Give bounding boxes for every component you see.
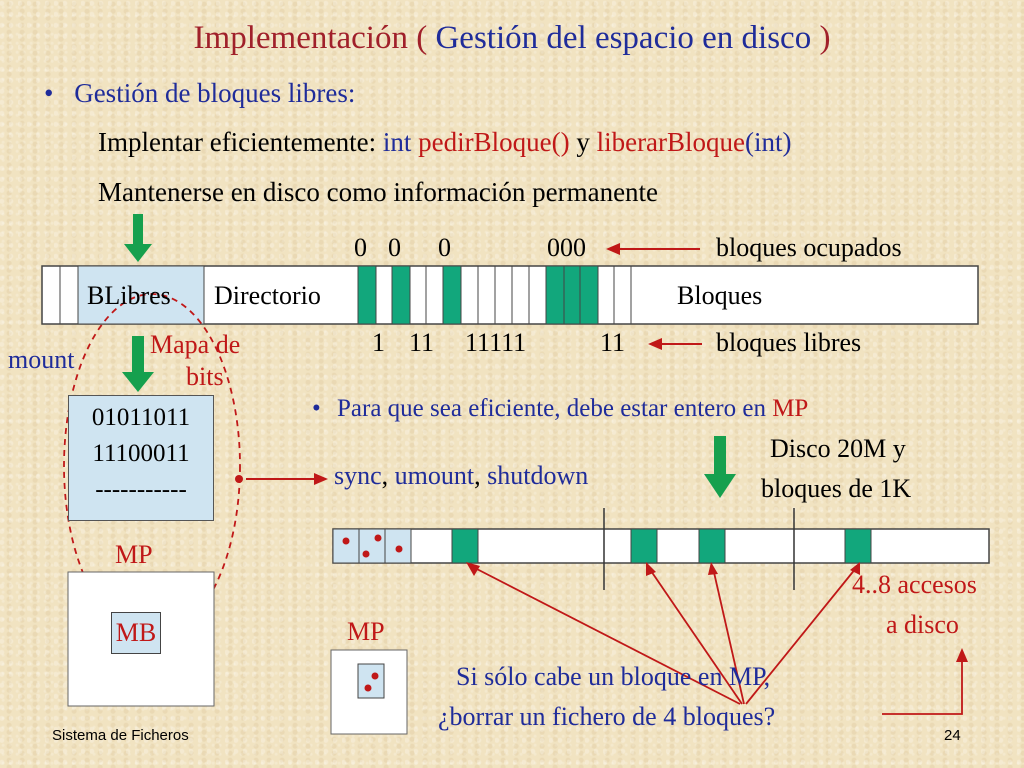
cmd-umount: umount: [394, 461, 475, 490]
bitmap-row-3: -----------: [95, 476, 187, 503]
comma: ,: [381, 461, 395, 490]
label-bits: bits: [186, 362, 224, 391]
label-zero-3: 0: [438, 233, 451, 262]
liberar-bloque: liberarBloque: [596, 127, 746, 157]
occupied-block: [391, 265, 411, 325]
slide-title: Implementación ( Gestión del espacio en …: [0, 20, 1024, 57]
label-disco-20m: Disco 20M y: [770, 434, 906, 463]
file-block: [844, 528, 872, 564]
label-one-2: 11: [409, 328, 435, 357]
lower-cell: [358, 528, 386, 564]
implementar-text: Implentar eficientemente:: [98, 127, 383, 157]
down-arrow-disco: [704, 474, 736, 498]
comma: ,: [474, 461, 488, 490]
down-arrow-blibres: [124, 244, 152, 262]
bracket-line: [882, 660, 963, 715]
bitmap-row-1: 01011011: [91, 404, 191, 431]
cmd-sync: sync: [334, 461, 382, 490]
label-zero-1: 0: [354, 233, 367, 262]
and-text: y: [569, 127, 597, 157]
bullet2-mp: MP: [772, 395, 809, 422]
left-arrow-ocupados: [606, 243, 620, 255]
occupied-block: [357, 265, 377, 325]
pedir-bloque: pedirBloque(): [418, 127, 570, 157]
bullet-bloques-libres: • Gestión de bloques libres:: [44, 78, 355, 109]
label-accesos: 4..8 accesos: [852, 570, 977, 599]
file-block: [451, 528, 479, 564]
label-one-1: 1: [372, 328, 385, 357]
label-directorio: Directorio: [214, 281, 321, 310]
label-bloques-libres: bloques libres: [716, 328, 862, 357]
sync-commands: sync, umount, shutdown: [334, 461, 588, 491]
red-dot-icon: [364, 684, 372, 692]
red-dot-icon: [395, 545, 403, 553]
label-blibres: BLibres: [87, 281, 171, 310]
arrow-line: [712, 567, 745, 705]
red-dot-icon: [342, 537, 350, 545]
left-arrow-libres: [648, 338, 662, 350]
label-mp-left: MP: [115, 540, 153, 569]
label-zeros: 000: [547, 233, 586, 262]
up-arrow-accesos: [956, 648, 968, 662]
bullet-eficiente: • Para que sea eficiente, debe estar ent…: [312, 395, 808, 423]
bullet-marker: •: [44, 78, 54, 108]
red-dot-icon: [371, 672, 379, 680]
label-a-disco: a disco: [886, 610, 959, 639]
arrow-shaft: [133, 214, 143, 246]
label-bloques-ocupados: bloques ocupados: [716, 233, 902, 262]
label-bloques-1k: bloques de 1K: [761, 474, 912, 503]
file-block: [698, 528, 726, 564]
question-line-2: ¿borrar un fichero de 4 bloques?: [438, 702, 776, 731]
title-part3: ): [811, 20, 831, 56]
occupied-block: [442, 265, 462, 325]
line-mantenerse: Mantenerse en disco como información per…: [98, 177, 659, 207]
bullet2-text: Para que sea eficiente, debe estar enter…: [337, 395, 773, 422]
label-ones: 11111: [465, 328, 527, 357]
question-line-1: Si sólo cabe un bloque en MP,: [456, 662, 771, 691]
bullet-text: Gestión de bloques libres:: [74, 78, 356, 108]
page-number: 24: [944, 727, 961, 744]
occupied-block: [579, 265, 599, 325]
line-implementar: Implentar eficientemente: int pedirBloqu…: [98, 127, 792, 158]
int-keyword: int: [382, 127, 419, 157]
arrow-head: [708, 562, 718, 575]
bitmap-row-2: 11100011: [92, 440, 190, 467]
lower-disk-strip: [332, 528, 990, 564]
cmd-shutdown: shutdown: [487, 461, 589, 490]
arrow-shaft: [132, 336, 144, 374]
footer-title: Sistema de Ficheros: [52, 727, 189, 744]
label-mount: mount: [8, 345, 75, 374]
bullet-marker: •: [312, 395, 321, 422]
mb-box: MB: [111, 612, 161, 654]
mp-block: [357, 663, 385, 699]
red-dot-icon: [362, 550, 370, 558]
label-zero-2: 0: [388, 233, 401, 262]
arrow-head: [466, 562, 480, 576]
file-block: [630, 528, 658, 564]
arrow-line: [470, 565, 741, 705]
red-dot-icon: [374, 534, 382, 542]
label-bloques: Bloques: [677, 281, 763, 310]
label-mapa-de: Mapa de: [150, 330, 241, 359]
arrow-line: [745, 567, 857, 705]
bitmap-box: 01011011 11100011 -----------: [68, 395, 214, 521]
arrow-head: [850, 562, 860, 575]
arrow-line: [648, 567, 743, 705]
down-arrow-bitmap: [122, 372, 154, 392]
right-arrow-sync: [314, 473, 328, 485]
label-one-3: 11: [600, 328, 626, 357]
title-part1: Implementación (: [193, 20, 436, 56]
label-mp-right: MP: [347, 617, 385, 646]
arrow-shaft: [714, 436, 726, 476]
arrow-head: [646, 562, 656, 576]
occupied-block: [563, 265, 581, 325]
occupied-block: [545, 265, 565, 325]
liberar-arg: (int): [745, 127, 792, 157]
title-part2: Gestión del espacio en disco: [435, 20, 812, 56]
lower-cell: [332, 528, 360, 564]
